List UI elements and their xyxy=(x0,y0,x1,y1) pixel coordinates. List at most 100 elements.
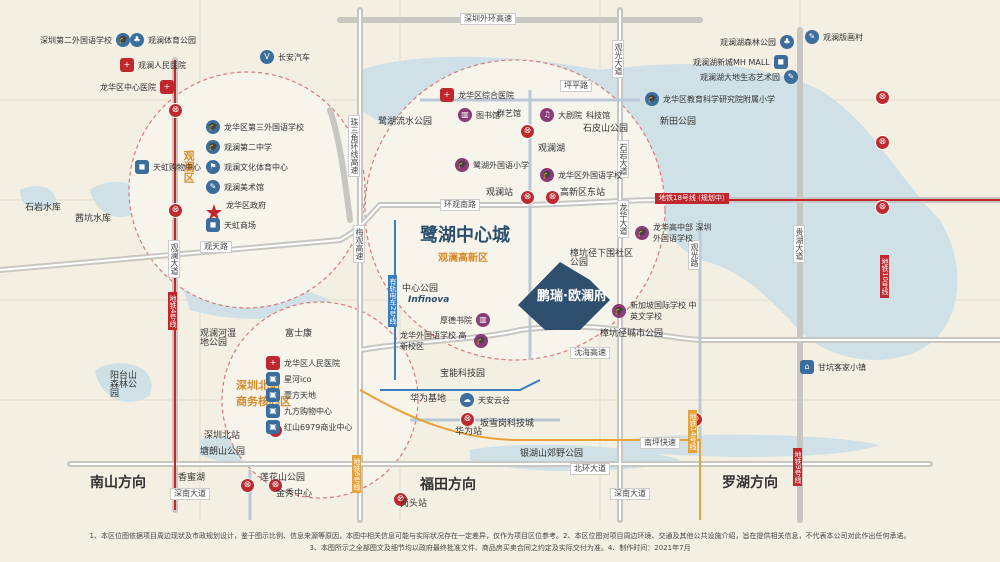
core-zone-title: 鹭湖中心城 xyxy=(420,225,510,246)
poi-item[interactable]: ▣九方购物中心 xyxy=(266,404,332,418)
company-label: Infinova xyxy=(408,295,450,305)
guanlan-zone-title: 观澜区 xyxy=(182,150,196,183)
poi-item[interactable]: ✎观澜美术馆 xyxy=(206,180,264,194)
road-label: 观天路 xyxy=(200,241,232,253)
hospital-icon: + xyxy=(120,58,134,72)
footnote-line: 3、本图所示之全部图文及细节均以政府最终批准文件、商品房买卖合同之约定及实际交付… xyxy=(309,544,691,552)
building-icon: ▣ xyxy=(266,420,280,434)
poi-item[interactable]: 🎓龙华区教育科学研究院附属小学 xyxy=(645,92,775,106)
poi-item[interactable]: ♫大剧院科技馆 xyxy=(540,108,610,122)
place-label: 金秀中心 xyxy=(276,489,313,499)
poi-item[interactable]: 🎓新加坡国际学校 中英文学校 xyxy=(612,300,700,322)
road-label: 深南大道 xyxy=(170,488,210,500)
poi-item[interactable]: ⌂甘坑客家小镇 xyxy=(800,360,866,374)
art-icon: ✎ xyxy=(206,180,220,194)
poi-item[interactable]: ◼天虹商场 xyxy=(206,218,256,232)
poi-item[interactable]: 🎓观澜第二中学 xyxy=(206,140,272,154)
metro-station-icon: ⊗ xyxy=(393,492,408,507)
core-zone-subtitle: 观澜高新区 xyxy=(438,253,488,264)
cloud-icon: ☁ xyxy=(460,393,474,407)
place-label: 阳台山森林公园 xyxy=(110,371,138,399)
hospital-icon: + xyxy=(266,356,280,370)
art-icon: ✎ xyxy=(805,30,819,44)
station-label: 华为站 xyxy=(455,427,483,437)
road-label: 观光大道 xyxy=(612,40,624,78)
poi-item[interactable]: 🎓龙华区外国语学校 xyxy=(540,168,622,182)
project-name[interactable]: 鹏瑞·欧澜府 xyxy=(537,289,607,304)
road-label: 坪平路 xyxy=(560,80,592,92)
road-label: 深南大道 xyxy=(610,488,650,500)
road-label: 沈海高速 xyxy=(570,347,610,359)
park-icon: ♣ xyxy=(130,33,144,47)
school-icon: 🎓 xyxy=(540,168,554,182)
hospital-icon: + xyxy=(160,80,174,94)
poi-item[interactable]: +龙华区人民医院 xyxy=(266,356,340,370)
place-label: 石岩水库 xyxy=(25,203,62,213)
direction-label: 罗湖方向 xyxy=(722,475,778,491)
poi-item[interactable]: 观澜湖新城MH MALL◼ xyxy=(693,55,788,69)
town-icon: ⌂ xyxy=(800,360,814,374)
poi-item[interactable]: ▣壹方天地 xyxy=(266,388,316,402)
place-label: 华为基地 xyxy=(410,394,447,404)
poi-item[interactable]: 🎓龙华区第三外国语学校 xyxy=(206,120,304,134)
poi-item[interactable]: ◼天虹购物中心 xyxy=(135,160,201,174)
poi-item[interactable]: ▣红山6979商业中心 xyxy=(266,420,352,434)
poi-item[interactable]: 龙华区政府 xyxy=(226,201,266,210)
metro-station-icon: ⊗ xyxy=(268,478,283,493)
school-icon: 🎓 xyxy=(116,33,130,47)
shopping-icon: ◼ xyxy=(135,160,149,174)
place-label: 中心公园 xyxy=(402,284,439,294)
station-label: 深圳北站 xyxy=(204,431,241,441)
place-label: 樟坑径城市公园 xyxy=(600,329,664,339)
poi-item[interactable]: 厚德书院▥ xyxy=(440,313,490,327)
poi-item[interactable]: 🎓鹭湖外国语小学 xyxy=(455,158,529,172)
road-label: 南坪快速 xyxy=(640,437,680,449)
metro-station-icon: ⊗ xyxy=(168,203,183,218)
poi-item[interactable]: 🎓龙华高中部 深圳外国语学校 xyxy=(635,222,713,244)
road-label: 珠三角环线高速 xyxy=(348,115,360,177)
school-icon: 🎓 xyxy=(206,120,220,134)
station-label: 岗头站 xyxy=(400,499,428,509)
library-icon: ▥ xyxy=(458,108,472,122)
poi-item[interactable]: 龙华外国语学校 高新校区🎓 xyxy=(400,330,488,352)
place-label: 银湖山郊野公园 xyxy=(520,449,584,459)
hospital-icon: + xyxy=(440,88,454,102)
station-label: 高新区东站 xyxy=(560,188,606,198)
poi-item[interactable]: ⚑观澜文化体育中心 xyxy=(206,160,288,174)
road-label: 观澜大道 xyxy=(168,240,180,278)
place-label: 莲花山公园 xyxy=(260,473,306,483)
poi-item[interactable]: ✎观澜版画村 xyxy=(805,30,863,44)
poi-item[interactable]: ☁天安云谷 xyxy=(460,393,510,407)
poi-item[interactable]: ▣星河ico xyxy=(266,372,312,386)
poi-item[interactable]: 观澜湖森林公园♣ xyxy=(720,35,794,49)
art-icon: ✎ xyxy=(784,70,798,84)
building-icon: ▣ xyxy=(266,372,280,386)
direction-label: 福田方向 xyxy=(420,477,476,493)
metro-line-label: 地铁18号线 (规划中) xyxy=(655,193,729,204)
poi-item[interactable]: 观澜湖大地生态艺术园✎ xyxy=(700,70,798,84)
metro-station-icon: ⊗ xyxy=(545,190,560,205)
metro-station-icon: ⊗ xyxy=(168,103,183,118)
road-label: 龙华大道 xyxy=(617,200,629,238)
poi-item[interactable]: +龙华区综合医院 xyxy=(440,88,514,102)
poi-item[interactable]: 龙华区中心医院+ xyxy=(100,80,174,94)
place-label: 新田公园 xyxy=(660,117,697,127)
road-label: 北环大道 xyxy=(570,463,610,475)
place-label: 石皮山公园 xyxy=(583,124,629,134)
poi-item[interactable]: 群艺馆 xyxy=(497,109,521,118)
metro-station-icon: ⊗ xyxy=(460,412,475,427)
poi-item[interactable]: +观澜人民医院 xyxy=(120,58,186,72)
library-icon: ▥ xyxy=(476,313,490,327)
metro-line-label: 地铁4号线 xyxy=(168,292,177,331)
road-label: 观光路 xyxy=(688,240,700,270)
place-label: 樟坑径下围社区公园 xyxy=(570,249,634,268)
road-label: 石岩大道 xyxy=(617,140,629,178)
place-label: 茜坑水库 xyxy=(75,214,112,224)
poi-item[interactable]: ♣观澜体育公园 xyxy=(130,33,196,47)
poi-item[interactable]: ▥图书馆 xyxy=(458,108,500,122)
poi-item[interactable]: 深圳第二外国语学校🎓 xyxy=(40,33,130,47)
direction-label: 南山方向 xyxy=(90,475,146,491)
